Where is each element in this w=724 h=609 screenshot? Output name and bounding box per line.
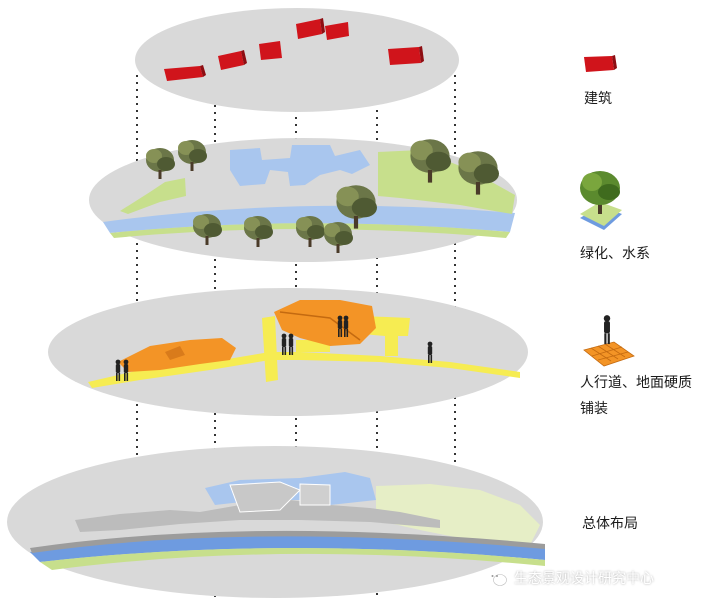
wechat-icon [487, 570, 507, 586]
overall-layer [7, 446, 545, 598]
buildings-layer [135, 8, 459, 112]
person-icon [603, 315, 611, 345]
legend-pavement-icon [583, 315, 635, 367]
building-block [164, 19, 421, 81]
legend-tree-icon [580, 171, 622, 230]
legend-label-overall: 总体布局 [582, 516, 638, 532]
watermark-text: 生态景观设计研究中心 [514, 571, 654, 587]
legend-label-pavement-line2: 铺装 [580, 401, 608, 417]
legend-label-pavement-line1: 人行道、地面硬质 [580, 375, 692, 391]
legend-label-pavement: 人行道、地面硬质 铺装 [580, 370, 692, 422]
watermark: 生态景观设计研究中心 [486, 567, 654, 589]
pavement-layer [48, 288, 528, 416]
legend-label-buildings: 建筑 [584, 91, 612, 107]
legend-label-green-water: 绿化、水系 [580, 246, 650, 262]
green-water-layer [89, 138, 517, 262]
legend-building-icon [584, 55, 617, 72]
